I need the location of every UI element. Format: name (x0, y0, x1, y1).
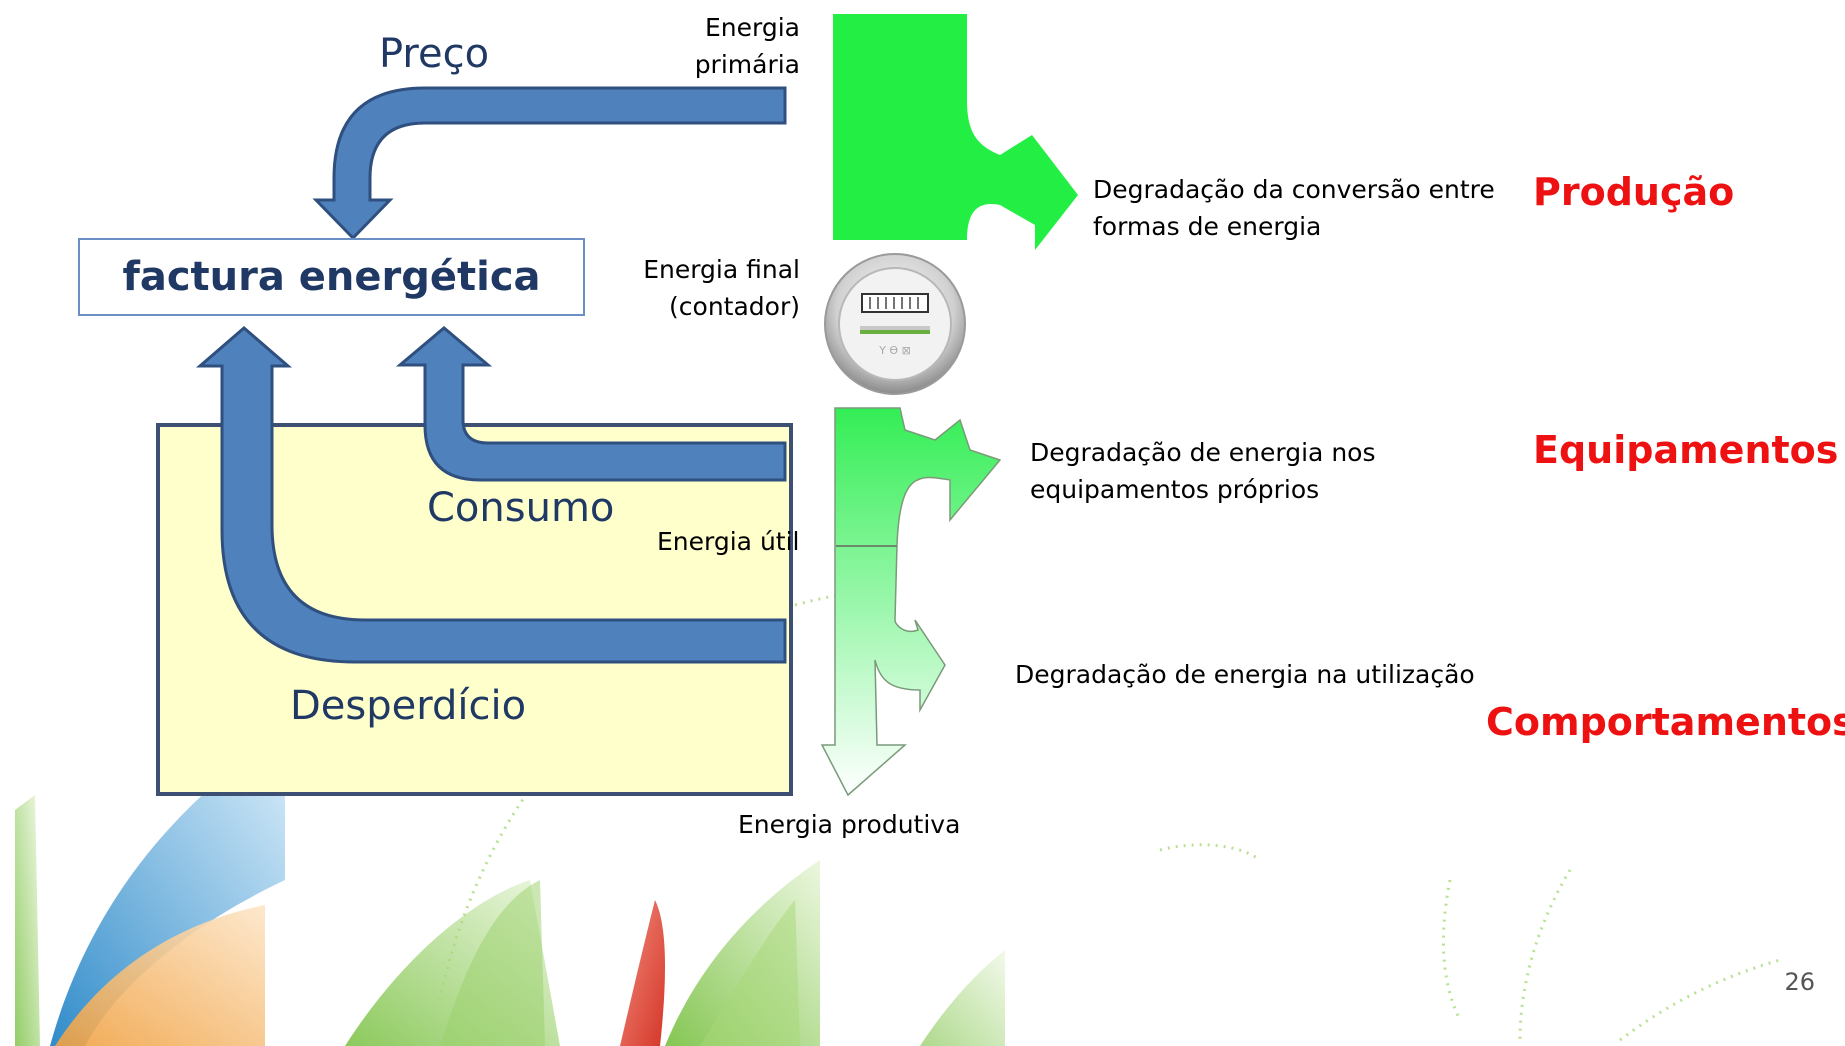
energy-bill-box: factura energética (78, 238, 585, 316)
energy-bill-label: factura energética (122, 254, 541, 300)
waste-arrow (195, 326, 787, 664)
equipment-degradation-label: Degradação de energia nos equipamentos p… (1030, 434, 1375, 508)
final-energy-line1: Energia final (643, 255, 800, 284)
productive-energy-label: Energia produtiva (738, 810, 961, 839)
price-label: Preço (379, 31, 490, 77)
category-equipment: Equipamentos (1533, 428, 1839, 472)
consumption-label: Consumo (427, 485, 615, 531)
conversion-degradation-line1: Degradação da conversão entre (1093, 175, 1495, 204)
usage-degradation-label: Degradação de energia na utilização (1015, 660, 1475, 689)
svg-text:Y Ө ⊠: Y Ө ⊠ (878, 344, 911, 357)
equipment-degradation-line1: Degradação de energia nos (1030, 438, 1376, 467)
useful-energy-flow (820, 407, 1002, 797)
page-number: 26 (1784, 968, 1815, 996)
consumption-arrow (395, 326, 787, 482)
waste-label: Desperdício (290, 683, 527, 729)
conversion-degradation-label: Degradação da conversão entre formas de … (1093, 171, 1495, 245)
category-production: Produção (1533, 170, 1735, 214)
price-arrow (312, 86, 787, 241)
primary-energy-label: Energia primária (640, 9, 800, 83)
primary-energy-line2: primária (694, 50, 800, 79)
final-energy-label: Energia final (contador) (600, 251, 800, 325)
primary-energy-flow (833, 14, 1078, 250)
useful-energy-label: Energia útil (657, 527, 800, 556)
equipment-degradation-line2: equipamentos próprios (1030, 475, 1320, 504)
category-behaviour: Comportamentos (1486, 700, 1845, 744)
energy-meter-icon: Y Ө ⊠ (820, 242, 970, 407)
primary-energy-line1: Energia (705, 13, 800, 42)
final-energy-line2: (contador) (669, 292, 800, 321)
conversion-degradation-line2: formas de energia (1093, 212, 1322, 241)
